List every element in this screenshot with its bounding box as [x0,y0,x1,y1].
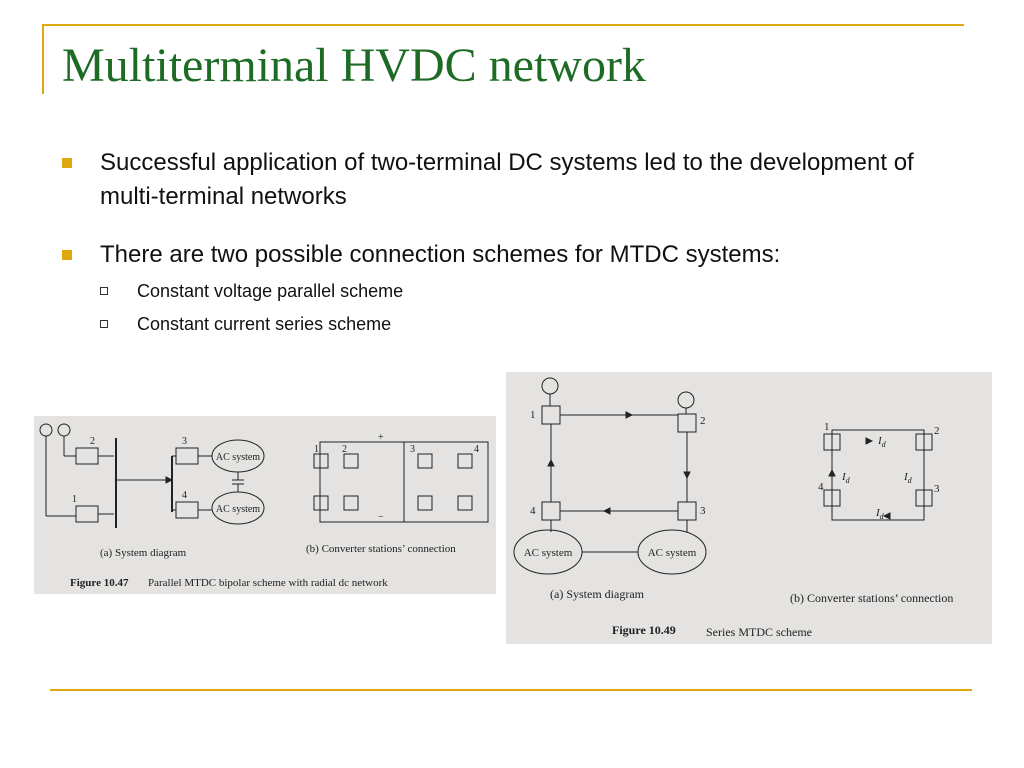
converter-4-box [541,501,561,521]
caption-a: (a) System diagram [550,587,645,601]
caption-a: (a) System diagram [100,547,187,559]
converter-valves-group [313,453,473,511]
station-4-label: 4 [474,444,479,455]
bullet-1: Successful application of two-terminal D… [62,146,942,214]
left-rule [42,24,44,94]
node-3-label: 3 [700,505,706,517]
bullet-2: There are two possible connection scheme… [62,238,942,272]
ac-system-label: AC system [648,547,697,559]
slide-title: Multiterminal HVDC network [62,39,646,92]
node-4-label: 4 [530,505,536,517]
node-4-label: 4 [182,490,187,501]
generator-icon [541,377,559,395]
generator-icon [39,423,53,437]
current-label: Id [877,435,887,449]
converter-2-box [677,413,697,433]
hollow-square-bullet-icon [100,287,108,295]
station-1-label: 1 [314,444,319,455]
sub-bullet-1-text: Constant voltage parallel scheme [137,281,404,301]
current-label: Id [841,471,851,485]
plus-sign: + [378,432,384,443]
figure-title: Parallel MTDC bipolar scheme with radial… [148,577,388,589]
figure-number: Figure 10.49 [612,623,676,637]
hollow-square-bullet-icon [100,320,108,328]
converter-1-box [75,505,99,523]
node-3-label: 3 [182,436,187,447]
station-3-label: 3 [410,444,415,455]
caption-b: (b) Converter stations’ connection [790,591,953,605]
converter-4-box [175,501,199,519]
bottom-rule [50,689,972,691]
station-4-label: 4 [818,481,824,493]
current-label: Id [875,507,885,521]
figure-title: Series MTDC scheme [706,625,812,639]
minus-sign: − [378,512,384,523]
node-2-label: 2 [700,415,706,427]
sub-bullet-2-text: Constant current series scheme [137,314,392,334]
converter-3-box [175,447,199,465]
figure-number: Figure 10.47 [70,577,129,589]
converter-3-box [677,501,697,521]
station-1-label: 1 [824,421,830,433]
converter-2-box [75,447,99,465]
caption-b: (b) Converter stations’ connection [306,543,456,555]
ac-system-label: AC system [216,504,260,515]
bullet-1-text: Successful application of two-terminal D… [100,149,914,210]
figure-series-mtdc: 1 2 4 3 AC system AC system 1 2 4 3 [506,372,992,644]
sub-bullet-1: Constant voltage parallel scheme [100,279,403,303]
node-1-label: 1 [72,494,77,505]
current-label: Id [903,471,913,485]
bullet-square-icon [62,250,72,260]
top-rule [42,24,964,26]
node-1-label: 1 [530,409,536,421]
converter-1-box [541,405,561,425]
station-3-label: 3 [934,483,940,495]
figure-parallel-mtdc: 2 1 3 4 AC system AC system [34,416,496,594]
ac-system-label: AC system [524,547,573,559]
generator-icon [57,423,71,437]
station-2-label: 2 [342,444,347,455]
generator-icon [677,391,695,409]
ac-system-label: AC system [216,452,260,463]
sub-bullet-2: Constant current series scheme [100,312,391,336]
bullet-square-icon [62,158,72,168]
node-2-label: 2 [90,436,95,447]
bullet-2-text: There are two possible connection scheme… [100,241,781,268]
converter-valves-group [823,433,933,507]
station-2-label: 2 [934,425,940,437]
